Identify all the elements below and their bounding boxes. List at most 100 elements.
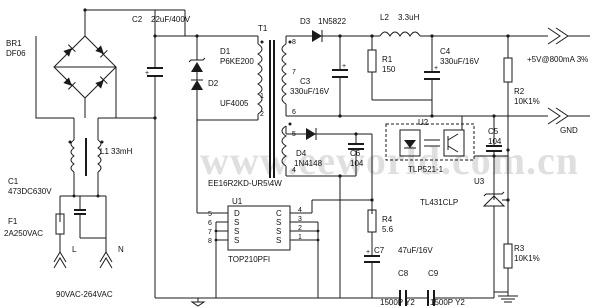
output-terminal-5v <box>547 27 590 45</box>
optocoupler-part: TLP521-1 <box>408 165 444 174</box>
t1-pin-6: 6 <box>292 109 296 116</box>
u1-source-letter-1: S <box>234 218 239 227</box>
diode-d2 <box>191 79 258 121</box>
tvs-diode-d1 <box>188 36 206 80</box>
switcher-ic-u1 <box>196 120 372 298</box>
r3-value: 10K1% <box>514 254 540 263</box>
u1-pin-8: 8 <box>208 238 212 245</box>
c6-value: 104 <box>350 159 364 168</box>
r4-value: 5.6 <box>382 225 394 234</box>
t1-pin-8: 8 <box>292 39 296 46</box>
c3-value: 330uF/16V <box>290 87 330 96</box>
u1-pin-7: 7 <box>208 229 212 236</box>
c7-label: C7 <box>374 246 385 255</box>
r4-label: R4 <box>382 215 393 224</box>
primary-return-rail <box>155 174 356 307</box>
u1-control-letter: C <box>276 209 282 218</box>
br1-label: BR1 <box>6 39 22 48</box>
capacitor-c5 <box>486 116 510 200</box>
ground-symbol-secondary <box>498 292 518 303</box>
c3-label: C3 <box>300 77 311 86</box>
input-range-label: 90VAC-264VAC <box>56 290 113 299</box>
c4-value: 330uF/16V <box>440 57 480 66</box>
c2-label: C2 <box>132 15 143 24</box>
r1-value: 150 <box>382 65 396 74</box>
capacitor-c2: + <box>116 10 163 298</box>
diode-d3 <box>286 30 372 42</box>
t1-pin-2: 2 <box>260 111 264 118</box>
c2-value: 22uF/400V <box>151 15 191 24</box>
svg-text:+: + <box>366 249 370 256</box>
d2-label: D2 <box>208 79 219 88</box>
resistor-r2 <box>503 36 513 150</box>
u1-pin-5: 5 <box>208 211 212 218</box>
c5-value: 104 <box>488 137 502 146</box>
u3-label: U3 <box>474 177 485 186</box>
resistor-r3 <box>494 156 513 293</box>
l2-label: L2 <box>380 13 389 22</box>
u1-drain-letter: D <box>234 209 240 218</box>
f1-label: F1 <box>8 217 18 226</box>
capacitor-c7: + <box>340 249 380 299</box>
c1-value: 473DC630V <box>8 187 52 196</box>
d1-part: P6KE200 <box>220 57 254 66</box>
r2-label: R2 <box>514 87 525 96</box>
u1-pin-4: 4 <box>298 207 302 214</box>
u1-source-letter-6: S <box>276 236 281 245</box>
resistor-r4 <box>367 198 377 256</box>
t1-pin-7: 7 <box>292 69 296 76</box>
u2-label: U2 <box>418 118 429 127</box>
transformer-part-label: EE16R2KD-UR5\4W <box>208 179 282 188</box>
ac-input-terminals <box>53 238 113 269</box>
c5-label: C5 <box>488 127 499 136</box>
u1-source-letter-3: S <box>234 236 239 245</box>
u1-pin-2: 2 <box>298 225 302 232</box>
d3-part: 1N5822 <box>318 17 347 26</box>
d4-part: 1N4148 <box>294 159 323 168</box>
u1-source-letter-2: S <box>234 227 239 236</box>
u1-pin-3: 3 <box>298 216 302 223</box>
u1-pin-1: 1 <box>298 234 302 241</box>
r1-label: R1 <box>382 55 393 64</box>
optocoupler-u2 <box>385 100 494 161</box>
t1-pin-4: 4 <box>292 167 296 174</box>
inductor-l1 <box>68 67 117 196</box>
y-capacitors-c8-c9 <box>372 290 495 306</box>
l-terminal-label: L <box>72 245 77 254</box>
c9-value: 1500P Y2 <box>430 298 465 307</box>
u1-label: U1 <box>232 197 243 206</box>
shunt-regulator-u3 <box>482 191 508 292</box>
d1-label: D1 <box>220 47 231 56</box>
output-label: +5V@800mA 3% <box>527 55 588 64</box>
transformer-t1 <box>257 36 292 178</box>
u1-source-letter-4: S <box>276 218 281 227</box>
secondary-ground-rail <box>286 107 590 125</box>
capacitor-c4: + <box>424 36 440 116</box>
c7-value: 47uF/16V <box>398 246 433 255</box>
c9-label: C9 <box>428 269 439 278</box>
diode-d4 <box>286 128 358 140</box>
c8-label: C8 <box>398 269 409 278</box>
c6-label: C6 <box>350 149 361 158</box>
svg-text:+: + <box>434 65 438 72</box>
f1-value: 2A250VAC <box>4 229 43 238</box>
gnd-label: GND <box>560 126 578 135</box>
fuse-f1 <box>55 213 65 252</box>
br1-part: DF06 <box>6 49 26 58</box>
bridge-rectifier-br1 <box>35 8 185 119</box>
l1-value: 33mH <box>111 147 133 156</box>
t1-pin-1: 1 <box>260 93 264 100</box>
inductor-l2 <box>370 31 548 38</box>
svg-text:+: + <box>342 63 346 70</box>
l1-label: L1 <box>100 147 109 156</box>
resistor-r1 <box>367 36 432 101</box>
u1-source-letter-5: S <box>276 227 281 236</box>
n-terminal-label: N <box>118 245 124 254</box>
d2-part: UF4005 <box>220 99 249 108</box>
c8-value: 1500P Y2 <box>380 298 415 307</box>
d3-label: D3 <box>300 17 311 26</box>
watermark: www.eeworld.com.cn <box>200 138 579 183</box>
svg-text:+: + <box>145 70 149 77</box>
u3-part: TL431CLP <box>420 198 458 207</box>
